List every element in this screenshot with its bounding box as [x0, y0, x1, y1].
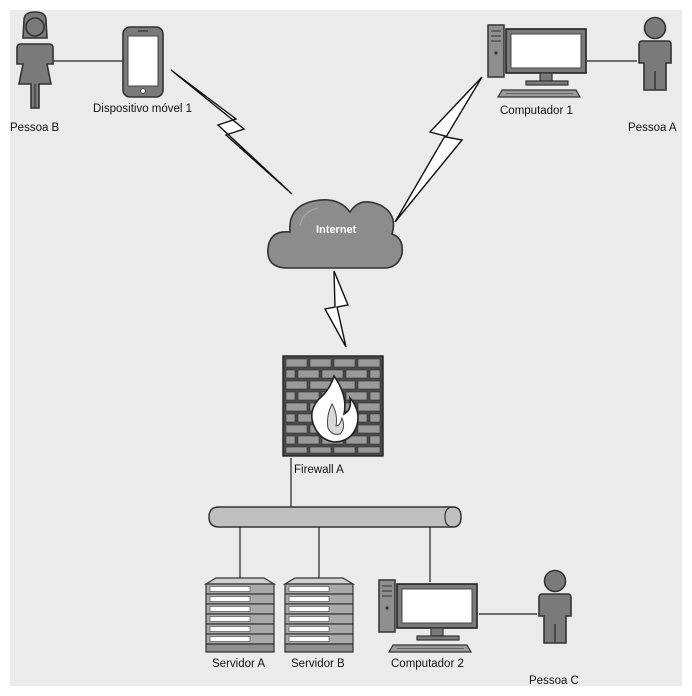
diagram-background — [10, 10, 682, 686]
person-icon — [16, 11, 54, 109]
server-icon — [205, 577, 275, 653]
person-icon — [638, 16, 672, 91]
lightning-link-internet-firewall — [323, 270, 349, 348]
firewall-icon — [282, 355, 384, 457]
lightning-link-mobile-internet — [170, 69, 293, 195]
network-bus-icon — [208, 506, 462, 528]
lightning-link-computador-1-internet — [394, 76, 483, 223]
label-servidor-b: Servidor B — [291, 658, 345, 670]
label-dispositivo-movel-1: Dispositivo móvel 1 — [93, 103, 192, 115]
label-computador-1: Computador 1 — [500, 105, 573, 117]
person-icon — [538, 569, 572, 644]
label-internet: Internet — [316, 224, 357, 236]
label-computador-2: Computador 2 — [391, 658, 464, 670]
label-servidor-a: Servidor A — [212, 658, 265, 670]
mobile-phone-icon — [122, 26, 164, 98]
label-pessoa-a: Pessoa A — [628, 122, 677, 134]
server-icon — [284, 577, 354, 653]
cloud-icon — [267, 199, 404, 269]
label-firewall-a: Firewall A — [294, 464, 344, 476]
label-pessoa-c: Pessoa C — [529, 675, 579, 687]
label-pessoa-b: Pessoa B — [10, 122, 60, 134]
